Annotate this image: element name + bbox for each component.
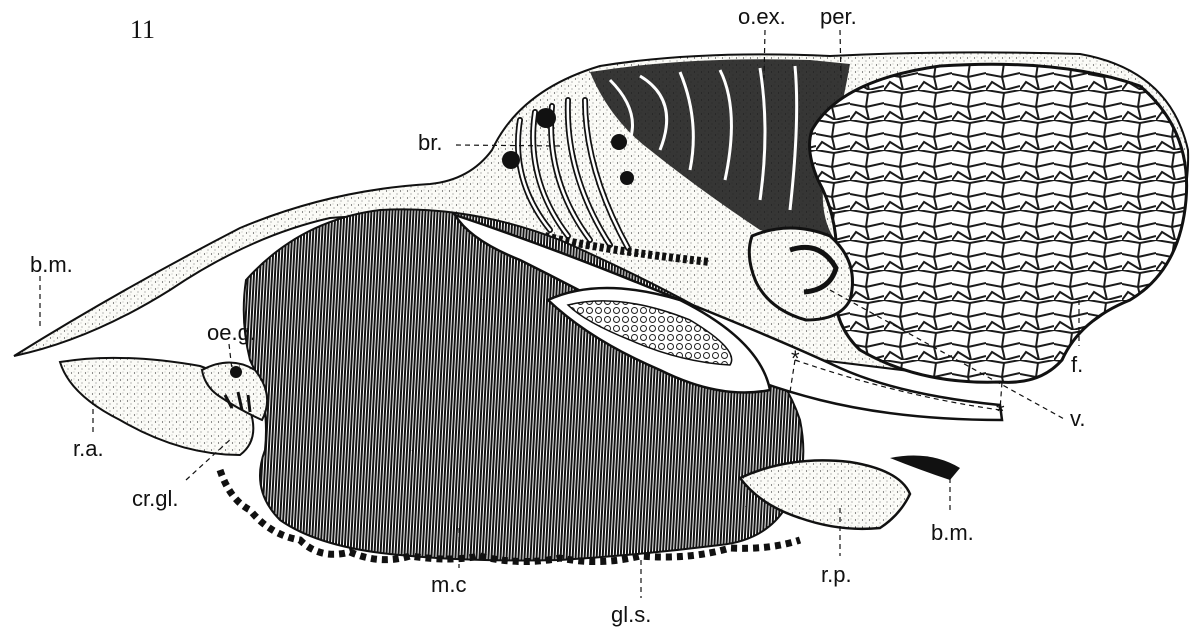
basal-membrane-right (890, 456, 960, 480)
svg-text:r.a.: r.a. (73, 436, 104, 461)
svg-text:oe.g.: oe.g. (207, 320, 256, 345)
svg-text:per.: per. (820, 4, 857, 29)
svg-text:cr.gl.: cr.gl. (132, 486, 178, 511)
label-b-m-left: b.m. (30, 252, 73, 328)
svg-text:m.c: m.c (431, 572, 466, 597)
svg-text:r.p.: r.p. (821, 562, 852, 587)
svg-text:f.: f. (1071, 352, 1083, 377)
tissue-drawing: * * (14, 52, 1188, 561)
svg-text:o.ex.: o.ex. (738, 4, 786, 29)
svg-text:b.m.: b.m. (30, 252, 73, 277)
fat-body (810, 64, 1187, 382)
figure-number: 11 (130, 15, 155, 44)
svg-text:b.m.: b.m. (931, 520, 974, 545)
svg-text:gl.s.: gl.s. (611, 602, 651, 627)
svg-text:*: * (996, 399, 1005, 424)
svg-text:v.: v. (1070, 406, 1085, 431)
svg-text:*: * (791, 346, 800, 371)
svg-text:br.: br. (418, 130, 442, 155)
label-b-m-right: b.m. (931, 478, 974, 545)
label-gl-s: gl.s. (611, 560, 651, 627)
